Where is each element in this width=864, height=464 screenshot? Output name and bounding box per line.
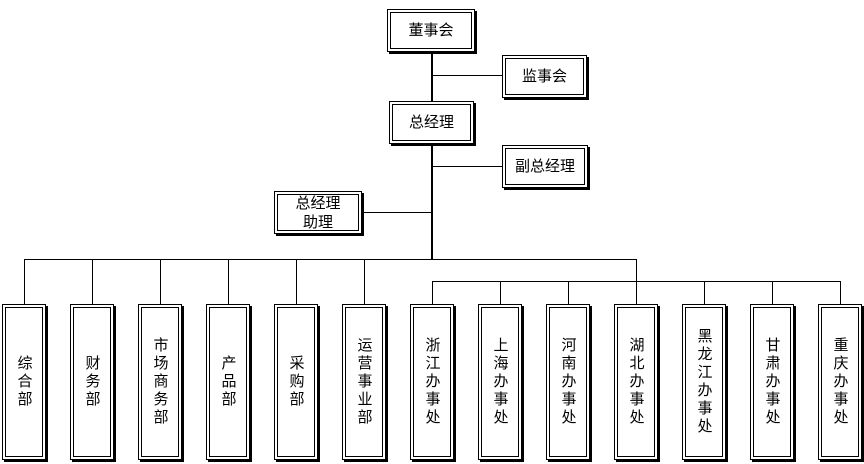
connector-gm-trunk [431, 144, 433, 260]
office-2-box: 上海办事处 [478, 304, 522, 460]
connector-main-horizontal [24, 259, 637, 260]
office-2-label: 上海办事处 [491, 337, 510, 427]
office-6-label: 甘肃办事处 [763, 337, 782, 427]
department-1-connector [24, 259, 25, 304]
office-3-box: 河南办事处 [546, 304, 590, 460]
department-2-box: 财务部 [70, 304, 114, 460]
office-4-connector [636, 281, 637, 304]
office-2-connector [500, 281, 501, 304]
office-6-connector [772, 281, 773, 304]
supervisors-box: 监事会 [502, 55, 587, 98]
department-3-box: 市场商务部 [138, 304, 182, 460]
connector-board-gm [431, 52, 433, 101]
department-4-box: 产品部 [206, 304, 250, 460]
connector-gm-assistant [362, 212, 432, 213]
supervisors-label: 监事会 [521, 67, 567, 85]
department-4-label: 产品部 [219, 355, 238, 409]
department-2-connector [92, 259, 93, 304]
department-4-connector [228, 259, 229, 304]
office-5-label: 黑龙江办事处 [695, 328, 714, 436]
office-6-box: 甘肃办事处 [750, 304, 794, 460]
connector-offices-riser [636, 259, 637, 281]
board-label: 董事会 [408, 21, 454, 39]
office-5-box: 黑龙江办事处 [682, 304, 726, 460]
department-3-connector [160, 259, 161, 304]
office-3-connector [568, 281, 569, 304]
office-1-connector [432, 281, 433, 304]
deputy-gm-label: 副总经理 [514, 157, 575, 175]
department-2-label: 财务部 [83, 355, 102, 409]
connector-deputy-gm [432, 166, 502, 167]
department-1-label: 综合部 [15, 355, 34, 409]
gm-assistant-label: 总经理 助理 [295, 194, 340, 232]
department-5-connector [296, 259, 297, 304]
department-6-label: 运营事业部 [355, 337, 374, 427]
department-6-box: 运营事业部 [342, 304, 386, 460]
office-4-label: 湖北办事处 [627, 337, 646, 427]
office-1-box: 浙江办事处 [410, 304, 454, 460]
gm-assistant-label-line2: 助理 [302, 212, 333, 231]
deputy-gm-box: 副总经理 [502, 145, 588, 188]
office-5-connector [704, 281, 705, 304]
department-3-label: 市场商务部 [151, 337, 170, 427]
office-3-label: 河南办事处 [559, 337, 578, 427]
office-1-label: 浙江办事处 [423, 337, 442, 427]
office-7-label: 重庆办事处 [831, 337, 850, 427]
gm-box: 总经理 [389, 101, 474, 144]
department-6-connector [364, 259, 365, 304]
office-4-box: 湖北办事处 [614, 304, 658, 460]
department-5-box: 采购部 [274, 304, 318, 460]
gm-label: 总经理 [408, 113, 454, 131]
department-5-label: 采购部 [287, 355, 306, 409]
gm-assistant-label-line1: 总经理 [295, 193, 341, 212]
office-7-box: 重庆办事处 [818, 304, 862, 460]
office-7-connector [840, 281, 841, 304]
connector-supervisors [432, 75, 502, 76]
board-box: 董事会 [387, 9, 475, 52]
department-1-box: 综合部 [2, 304, 46, 460]
gm-assistant-box: 总经理 助理 [274, 191, 362, 234]
